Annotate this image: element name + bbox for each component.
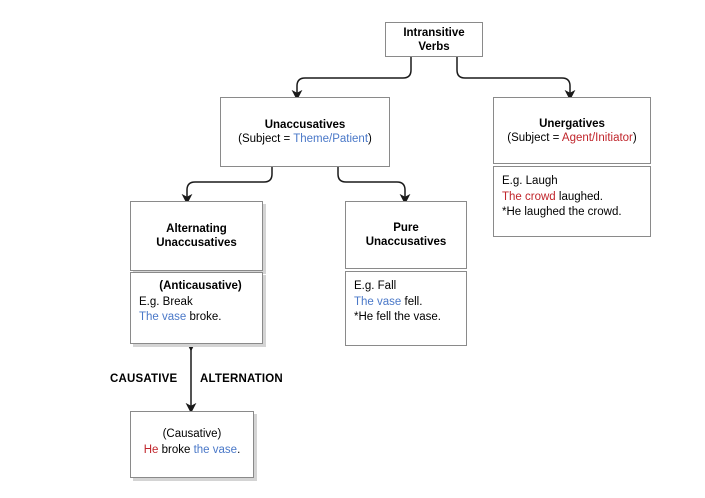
causative-sentence-end: .	[237, 444, 241, 456]
alternating-example-label: E.g. Break	[139, 295, 193, 308]
pure-example-label: E.g. Fall	[354, 280, 397, 292]
node-alternating-unaccusatives-line2: Unaccusatives	[156, 237, 237, 249]
unergatives-example-label: E.g. Laugh	[502, 175, 558, 187]
node-alternating-unaccusatives-text: Alternating Unaccusatives	[156, 222, 237, 250]
node-unergatives-subtitle-post: )	[632, 131, 637, 144]
node-unaccusatives-text: Unaccusatives (Subject = Theme/Patient)	[238, 118, 372, 146]
node-intransitive-verbs-line1: Intransitive	[403, 26, 465, 39]
node-intransitive-verbs-text: Intransitive Verbs	[403, 26, 464, 54]
unergatives-ungrammatical-sentence: *He laughed the crowd.	[502, 206, 622, 218]
node-unaccusatives-title: Unaccusatives	[264, 119, 346, 131]
node-pure-unaccusatives: Pure Unaccusatives	[345, 201, 467, 269]
unergatives-subject: The crowd	[502, 190, 556, 203]
node-unergatives: Unergatives (Subject = Agent/Initiator)	[493, 97, 651, 164]
node-unaccusatives: Unaccusatives (Subject = Theme/Patient)	[220, 97, 390, 167]
pure-predicate: fell.	[401, 295, 423, 308]
node-unaccusatives-subtitle-pre: (Subject =	[238, 133, 294, 145]
node-causative-text: (Causative) He broke the vase.	[131, 412, 253, 458]
causative-verb: broke	[158, 444, 194, 456]
alternating-sentence: The vase broke.	[139, 310, 262, 326]
pure-subject: The vase	[354, 295, 402, 308]
node-unergatives-title: Unergatives	[539, 117, 605, 130]
node-unaccusatives-theta-role: Theme/Patient	[293, 133, 369, 145]
unergatives-grammatical-sentence: The crowd laughed.	[502, 190, 650, 206]
node-alternating-unaccusatives: Alternating Unaccusatives	[130, 201, 263, 271]
unergatives-predicate: laughed.	[555, 190, 604, 203]
alternating-predicate: broke.	[186, 311, 222, 323]
node-pure-unaccusatives-line1: Pure	[393, 222, 419, 234]
pure-grammatical-sentence: The vase fell.	[354, 295, 466, 311]
node-alternating-unaccusatives-examples: (Anticausative) E.g. Break The vase brok…	[130, 272, 263, 344]
node-alternating-unaccusatives-line1: Alternating	[166, 223, 227, 235]
node-unergatives-subtitle: (Subject = Agent/Initiator)	[507, 131, 636, 145]
pure-ungrammatical-sentence: *He fell the vase.	[354, 311, 441, 323]
node-unergatives-theta-role: Agent/Initiator	[561, 131, 633, 144]
causative-sentence: He broke the vase.	[131, 442, 253, 458]
causative-alternation-label-right: ALTERNATION	[200, 373, 283, 385]
causative-alternation-label-left: CAUSATIVE	[110, 373, 178, 385]
node-unergatives-subtitle-pre: (Subject =	[507, 131, 562, 144]
node-unaccusatives-subtitle: (Subject = Theme/Patient)	[238, 132, 372, 146]
node-pure-unaccusatives-text: Pure Unaccusatives	[366, 221, 447, 249]
causative-subject: He	[143, 444, 159, 456]
node-intransitive-verbs: Intransitive Verbs	[385, 22, 483, 57]
node-unergatives-text: Unergatives (Subject = Agent/Initiator)	[507, 117, 636, 145]
node-causative: (Causative) He broke the vase.	[130, 411, 254, 478]
node-pure-unaccusatives-examples: E.g. Fall The vase fell. *He fell the va…	[345, 271, 467, 346]
anticausative-kind-label: (Anticausative)	[159, 280, 242, 292]
causative-object: the vase	[193, 444, 238, 456]
node-unaccusatives-subtitle-post: )	[368, 133, 372, 145]
alternating-subject: The vase	[139, 311, 187, 323]
node-pure-unaccusatives-line2: Unaccusatives	[365, 236, 447, 248]
causative-kind-label: (Causative)	[162, 428, 222, 440]
node-unergatives-examples: E.g. Laugh The crowd laughed. *He laughe…	[493, 166, 651, 237]
node-intransitive-verbs-line2: Verbs	[418, 40, 450, 53]
